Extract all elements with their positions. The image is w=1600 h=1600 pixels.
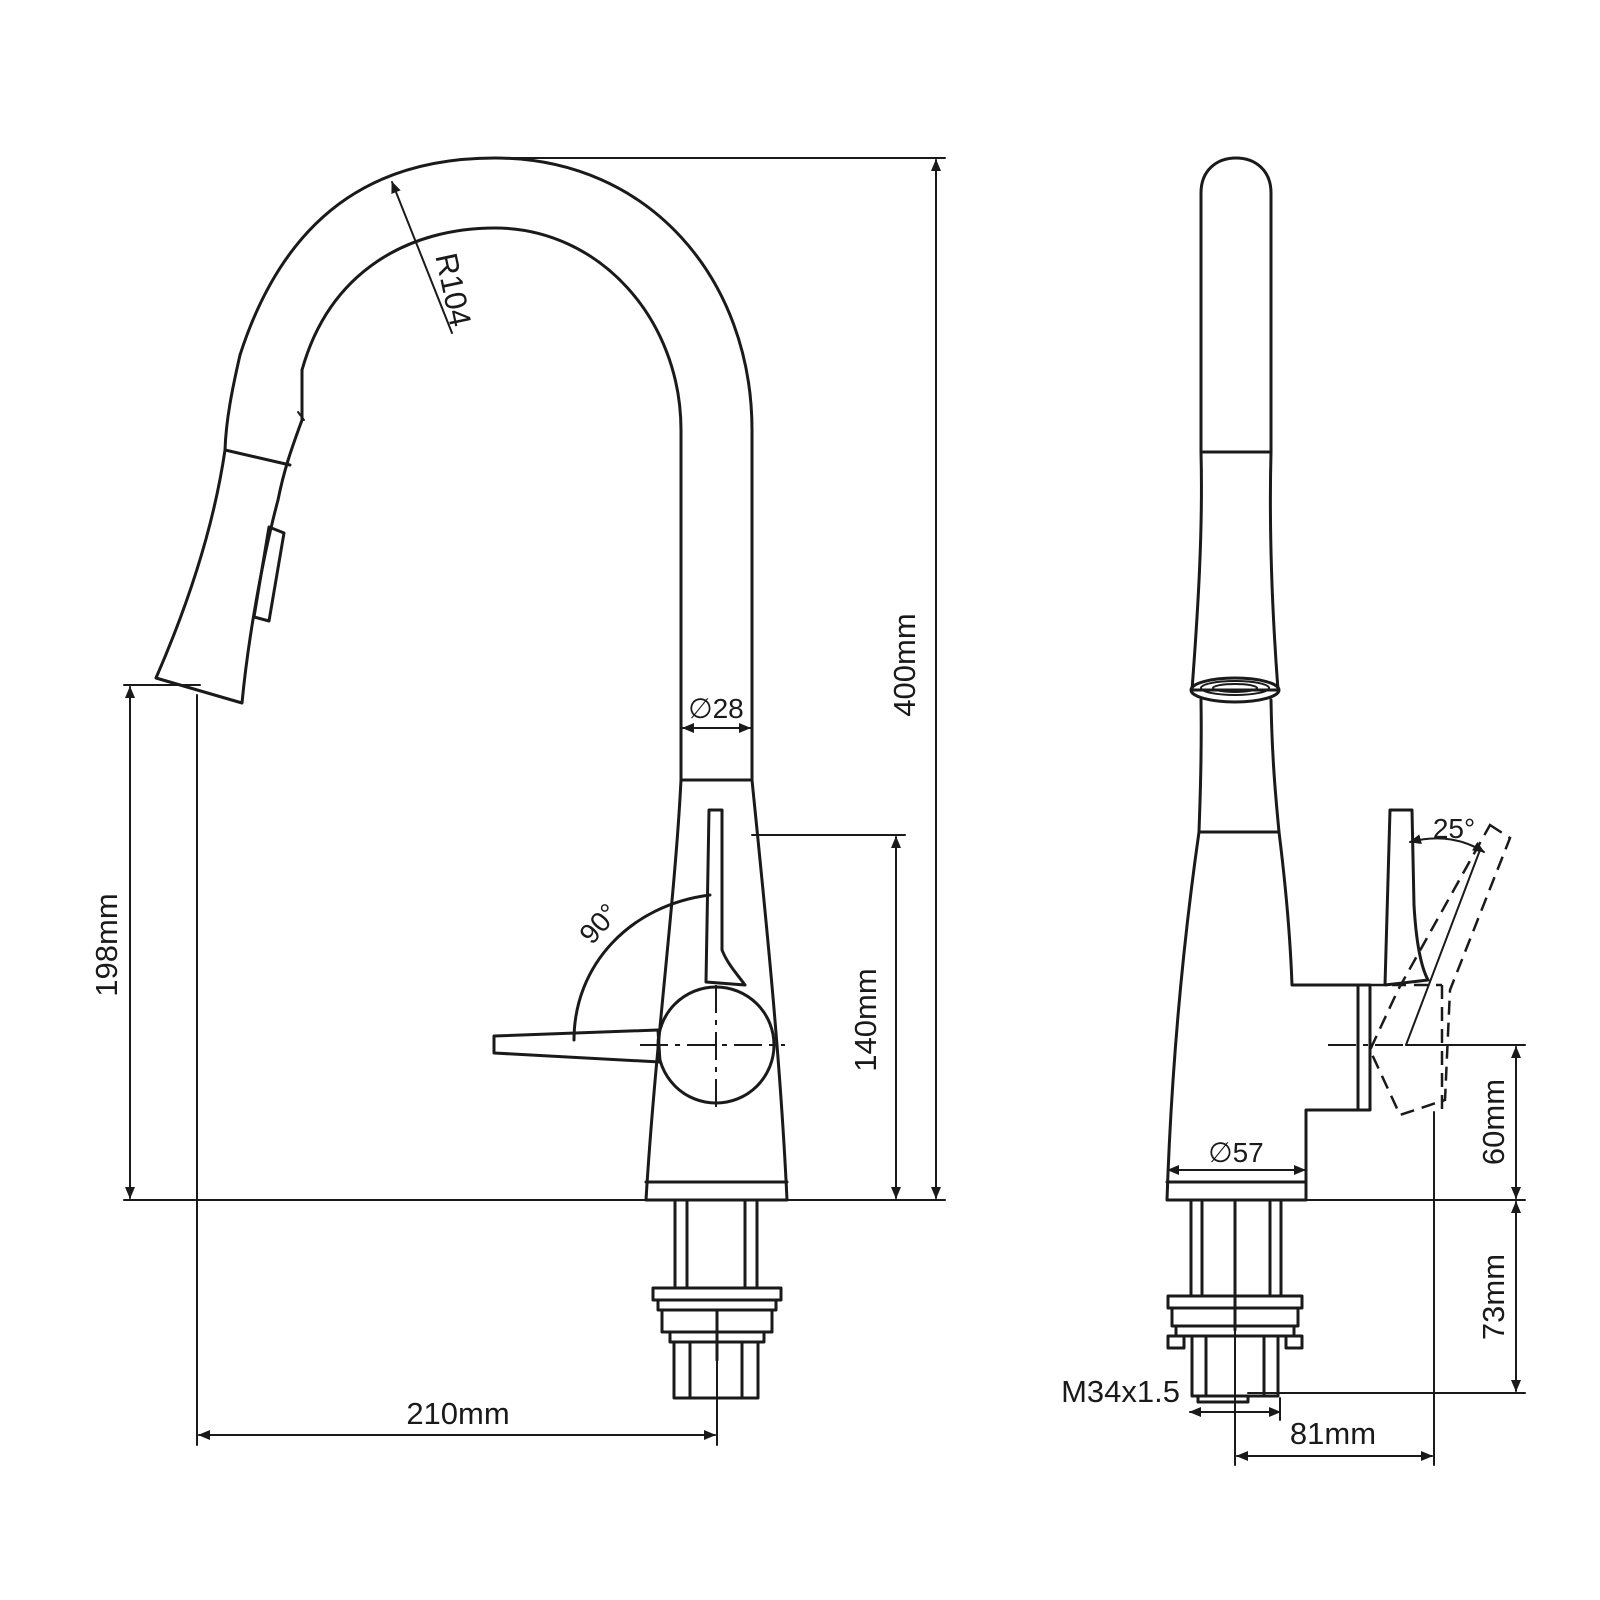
side-spout — [1199, 156, 1273, 454]
side-depth-label: 81mm — [1290, 1416, 1376, 1451]
thread-label: M34x1.5 — [1061, 1374, 1180, 1409]
lever-side — [492, 1028, 662, 1064]
front-view — [123, 156, 946, 1446]
overall-height-label: 400mm — [887, 613, 922, 716]
spout-inner — [300, 226, 683, 782]
side-handle-tilted — [1368, 823, 1512, 1117]
shank-length-label: 73mm — [1476, 1254, 1511, 1340]
base-diameter-label: ∅57 — [1208, 1137, 1264, 1168]
spout-outer — [238, 156, 754, 782]
handle-height-label: 140mm — [848, 968, 883, 1071]
outlet-height-label: 198mm — [89, 893, 124, 996]
spout-radius-label: R104 — [428, 250, 478, 330]
tilt-arc — [1409, 834, 1485, 853]
lever-up — [704, 808, 747, 987]
spout-diameter-label: ∅28 — [688, 693, 744, 724]
spray-button — [252, 525, 286, 623]
front-mounting — [651, 1198, 783, 1400]
side-view — [1165, 156, 1526, 1466]
side-tilt-label: 25° — [1433, 813, 1475, 844]
rotation-arc — [572, 893, 712, 1042]
handle-rotation-label: 90° — [573, 898, 624, 950]
aerator — [1189, 676, 1281, 704]
side-handle — [1383, 808, 1430, 987]
side-body — [1165, 830, 1360, 1202]
reach-label: 210mm — [406, 1396, 509, 1431]
spray-head — [154, 353, 304, 705]
side-handle-height-label: 60mm — [1476, 1079, 1511, 1165]
